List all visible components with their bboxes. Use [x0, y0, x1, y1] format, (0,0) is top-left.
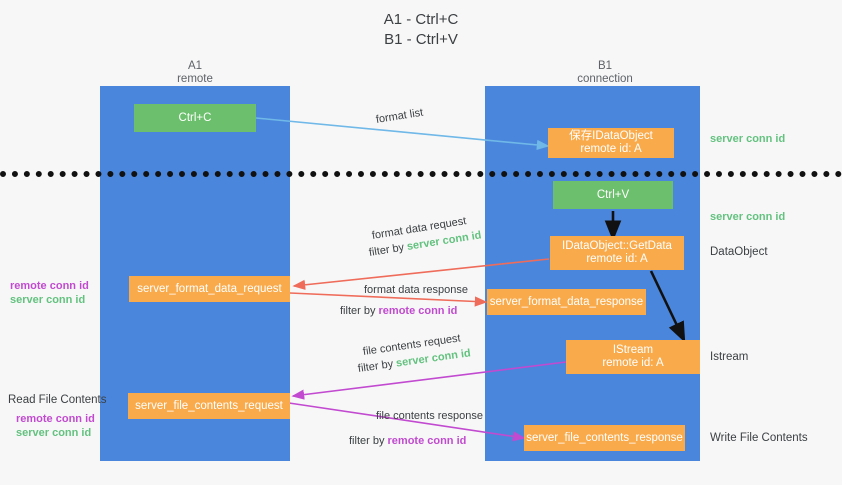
left-label-read-file-contents: Read File Contents [8, 394, 107, 406]
node-server-file-contents-request[interactable]: server_file_contents_request [128, 393, 290, 419]
right-label-write-file-contents: Write File Contents [710, 432, 808, 444]
right-label-dataobject: DataObject [710, 246, 768, 258]
filter-prefix: filter by [357, 357, 397, 375]
edge-label-file-contents-response-filter: filter by remote conn id [349, 434, 466, 448]
node-ctrl-c[interactable]: Ctrl+C [134, 104, 256, 132]
node-server-format-data-request[interactable]: server_format_data_request [129, 276, 290, 302]
node-istream-line1: IStream [612, 344, 654, 356]
node-getdata[interactable]: IDataObject::GetData remote id: A [550, 236, 684, 270]
filter-key-remote-conn-id: remote conn id [387, 435, 467, 447]
column-header-a1-sub: remote [177, 73, 213, 85]
edge-label-format-list: format list [375, 106, 425, 126]
column-header-a1-name: A1 [187, 60, 203, 72]
node-istream-line2: remote id: A [602, 357, 664, 369]
column-header-b1-sub: connection [577, 73, 633, 85]
node-ctrl-v[interactable]: Ctrl+V [553, 181, 673, 209]
left-label-server-conn-id-mid: server conn id [10, 294, 86, 306]
title-line-1: A1 - Ctrl+C [383, 11, 459, 28]
filter-prefix: filter by [368, 241, 408, 259]
node-getdata-line2: remote id: A [586, 253, 648, 265]
edge-label-format-data-response: format data response [364, 284, 468, 296]
diagram-title: A1 - Ctrl+C B1 - Ctrl+V [0, 10, 842, 50]
node-istream[interactable]: IStream remote id: A [566, 340, 700, 374]
filter-prefix: filter by [349, 435, 388, 447]
node-server-format-data-response[interactable]: server_format_data_response [487, 289, 646, 315]
node-save-idataobject[interactable]: 保存IDataObject remote id: A [548, 128, 674, 158]
filter-prefix: filter by [340, 305, 379, 317]
title-line-2: B1 - Ctrl+V [384, 31, 458, 48]
phase-separator [0, 171, 842, 177]
node-save-idataobject-line2: remote id: A [580, 143, 642, 155]
node-save-idataobject-line1: 保存IDataObject [569, 130, 653, 142]
column-header-a1: A1 remote [140, 60, 250, 86]
column-header-b1: B1 connection [550, 60, 660, 86]
column-header-b1-name: B1 [597, 60, 613, 72]
node-getdata-line1: IDataObject::GetData [562, 240, 672, 252]
left-label-remote-conn-id-bottom: remote conn id [16, 413, 95, 425]
edge-label-format-data-response-filter: filter by remote conn id [340, 304, 457, 318]
left-label-server-conn-id-bottom: server conn id [16, 427, 92, 439]
right-label-server-conn-id-mid: server conn id [710, 211, 786, 223]
edge-label-file-contents-response: file contents response [376, 410, 484, 422]
filter-key-remote-conn-id: remote conn id [378, 305, 458, 317]
right-label-istream: Istream [710, 351, 749, 363]
left-label-remote-conn-id-mid: remote conn id [10, 280, 89, 292]
right-label-server-conn-id-top: server conn id [710, 133, 786, 145]
node-server-file-contents-response[interactable]: server_file_contents_response [524, 425, 685, 451]
